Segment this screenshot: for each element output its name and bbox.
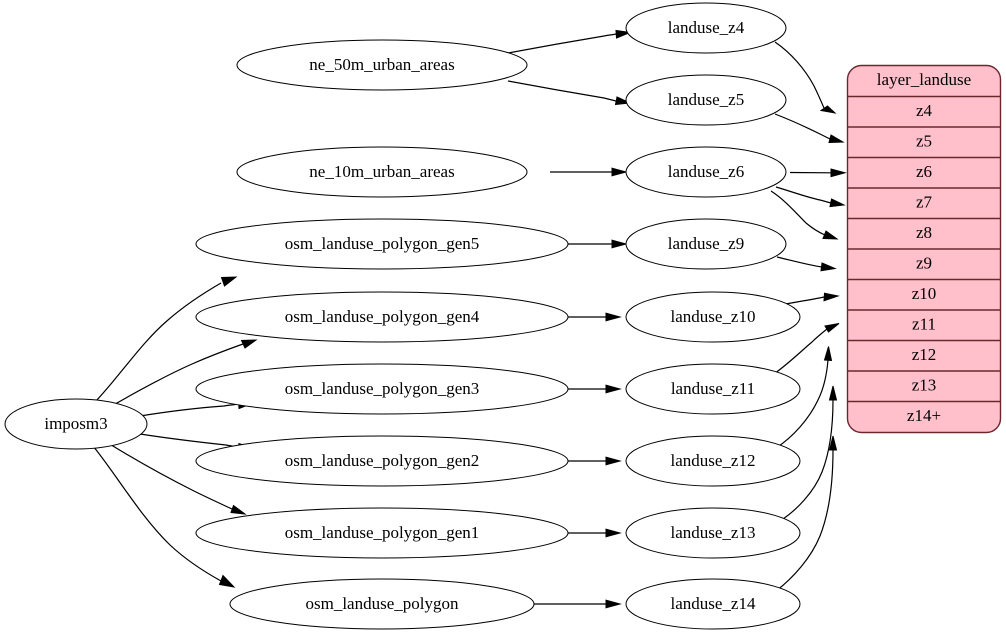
- node-landuse_z9[interactable]: landuse_z9: [625, 218, 787, 270]
- node-ne_50m_urban_areas[interactable]: ne_50m_urban_areas: [236, 39, 528, 91]
- edge-landuse_z12-to-row-z12: [775, 346, 833, 449]
- node-landuse_z14[interactable]: landuse_z14: [625, 578, 801, 630]
- edge-ne_50m_urban_areas-to-landuse_z4: [507, 29, 632, 54]
- edge-imposm3-to-osm_landuse_polygon_gen1: [107, 442, 247, 515]
- edge-landuse_z6-to-row-z8: [770, 190, 839, 240]
- edge-ne_50m_urban_areas-to-landuse_z5: [507, 80, 632, 106]
- edge-ne_10m_urban_areas-to-landuse_z6: [550, 167, 628, 177]
- edge-landuse_z5-to-row-z5: [774, 113, 845, 144]
- edge-group-zoomnodes-to-table: [770, 41, 847, 592]
- edge-group-inputs-to-zoomnodes: [507, 29, 632, 609]
- edge-landuse_z6-to-row-z7: [775, 186, 846, 208]
- edge-imposm3-to-osm_landuse_polygon_gen5: [94, 276, 238, 403]
- node-landuse_z5[interactable]: landuse_z5: [625, 74, 787, 126]
- edge-landuse_z4-to-row-z4: [774, 41, 837, 114]
- edge-landuse_z10-to-row-z10: [779, 292, 840, 306]
- node-ne_10m_urban_areas[interactable]: ne_10m_urban_areas: [236, 146, 528, 198]
- layer-landuse-table[interactable]: layer_landuse z4 z5 z6 z7 z8 z9 z10 z11 …: [846, 64, 1002, 434]
- edge-imposm3-to-osm_landuse_polygon: [92, 445, 236, 588]
- node-landuse_z12[interactable]: landuse_z12: [625, 435, 801, 487]
- node-osm_landuse_polygon_gen4[interactable]: osm_landuse_polygon_gen4: [195, 291, 569, 343]
- node-osm_landuse_polygon_gen2[interactable]: osm_landuse_polygon_gen2: [195, 435, 569, 487]
- edge-landuse_z11-to-row-z11: [770, 323, 840, 377]
- edge-landuse_z13-to-row-z13: [779, 385, 838, 522]
- edge-landuse_z9-to-row-z9: [776, 256, 837, 272]
- node-imposm3[interactable]: imposm3: [4, 398, 148, 450]
- edge-imposm3-to-osm_landuse_polygon_gen4: [109, 339, 258, 408]
- node-osm_landuse_polygon_gen1[interactable]: osm_landuse_polygon_gen1: [195, 507, 569, 559]
- node-osm_landuse_polygon[interactable]: osm_landuse_polygon: [229, 578, 535, 630]
- edge-landuse_z14-to-row-z14plus: [775, 435, 838, 592]
- node-landuse_z6[interactable]: landuse_z6: [625, 146, 787, 198]
- node-landuse_z13[interactable]: landuse_z13: [625, 507, 801, 559]
- node-landuse_z4[interactable]: landuse_z4: [625, 2, 787, 54]
- edge-landuse_z6-to-row-z6: [789, 168, 847, 178]
- node-landuse_z10[interactable]: landuse_z10: [625, 291, 801, 343]
- node-osm_landuse_polygon_gen5[interactable]: osm_landuse_polygon_gen5: [195, 218, 569, 270]
- node-osm_landuse_polygon_gen3[interactable]: osm_landuse_polygon_gen3: [195, 363, 569, 415]
- edge-osm_landuse_polygon-to-landuse_z14: [534, 599, 622, 609]
- node-landuse_z11[interactable]: landuse_z11: [625, 363, 801, 415]
